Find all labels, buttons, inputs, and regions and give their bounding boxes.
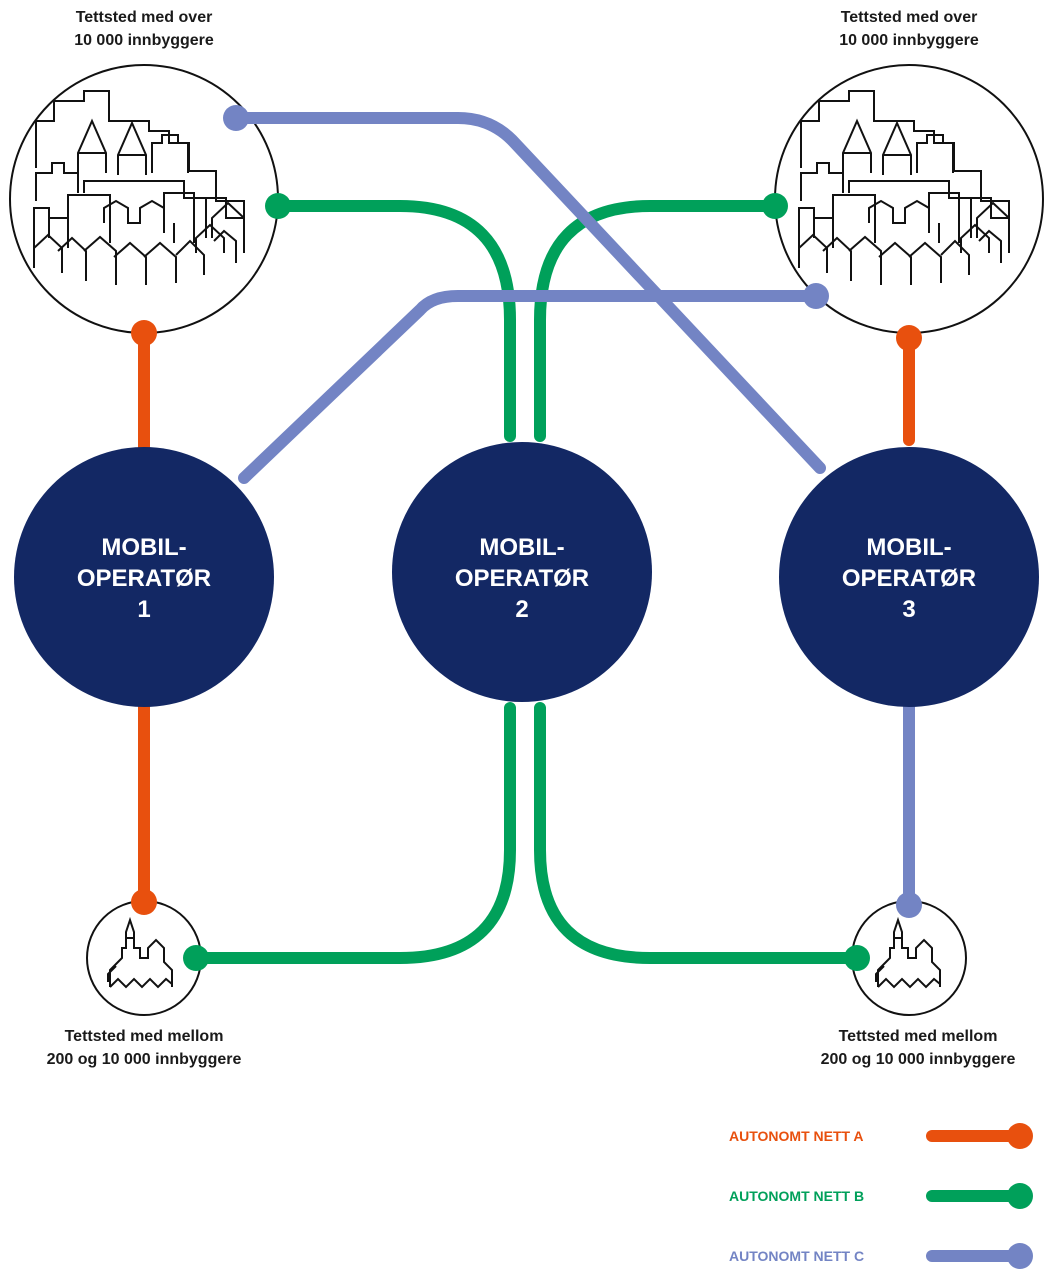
operator-2-label: MOBIL- OPERATØR 2 [454,534,590,623]
operator-3-label: MOBIL- OPERATØR 3 [841,534,977,623]
net-c-line-left-top [238,290,822,484]
legend-net-c-label: AUTONOMT NETT C [729,1248,865,1264]
dot-a-small-left [131,889,157,915]
dot-c-large-right [803,283,829,309]
dot-c-small-right [896,892,922,918]
net-b-line-bottom-right [534,702,863,964]
operator-2-circle [392,442,652,702]
dot-a-large-right [896,325,922,351]
legend-net-a-label: AUTONOMT NETT A [729,1128,864,1144]
net-b-line-bottom-left [190,702,516,964]
dot-a-large-left [131,320,157,346]
dot-b-small-right [844,945,870,971]
dot-c-large-left [223,105,249,131]
net-b-line-top-left [272,200,516,442]
connection-dots [131,105,922,971]
dot-b-small-left [183,945,209,971]
legend-swatches [926,1123,1033,1269]
settlement-large-right-label: Tettsted med over 10 000 innbyggere [839,9,979,49]
dot-b-large-left [265,193,291,219]
legend-net-b-label: AUTONOMT NETT B [729,1188,865,1204]
net-c-line-diagonal [230,112,826,474]
operators [14,442,1039,707]
settlement-large-left-label: Tettsted med over 10 000 innbyggere [74,9,214,49]
operator-1-circle [14,447,274,707]
operator-3-circle [779,447,1039,707]
settlement-small-left-label: Tettsted med mellom 200 og 10 000 innbyg… [46,1028,242,1068]
settlement-small-right-label: Tettsted med mellom 200 og 10 000 innbyg… [820,1028,1016,1068]
operator-1-label: MOBIL- OPERATØR 1 [76,534,212,623]
net-b-line-top-right [534,200,781,442]
dot-b-large-right [762,193,788,219]
